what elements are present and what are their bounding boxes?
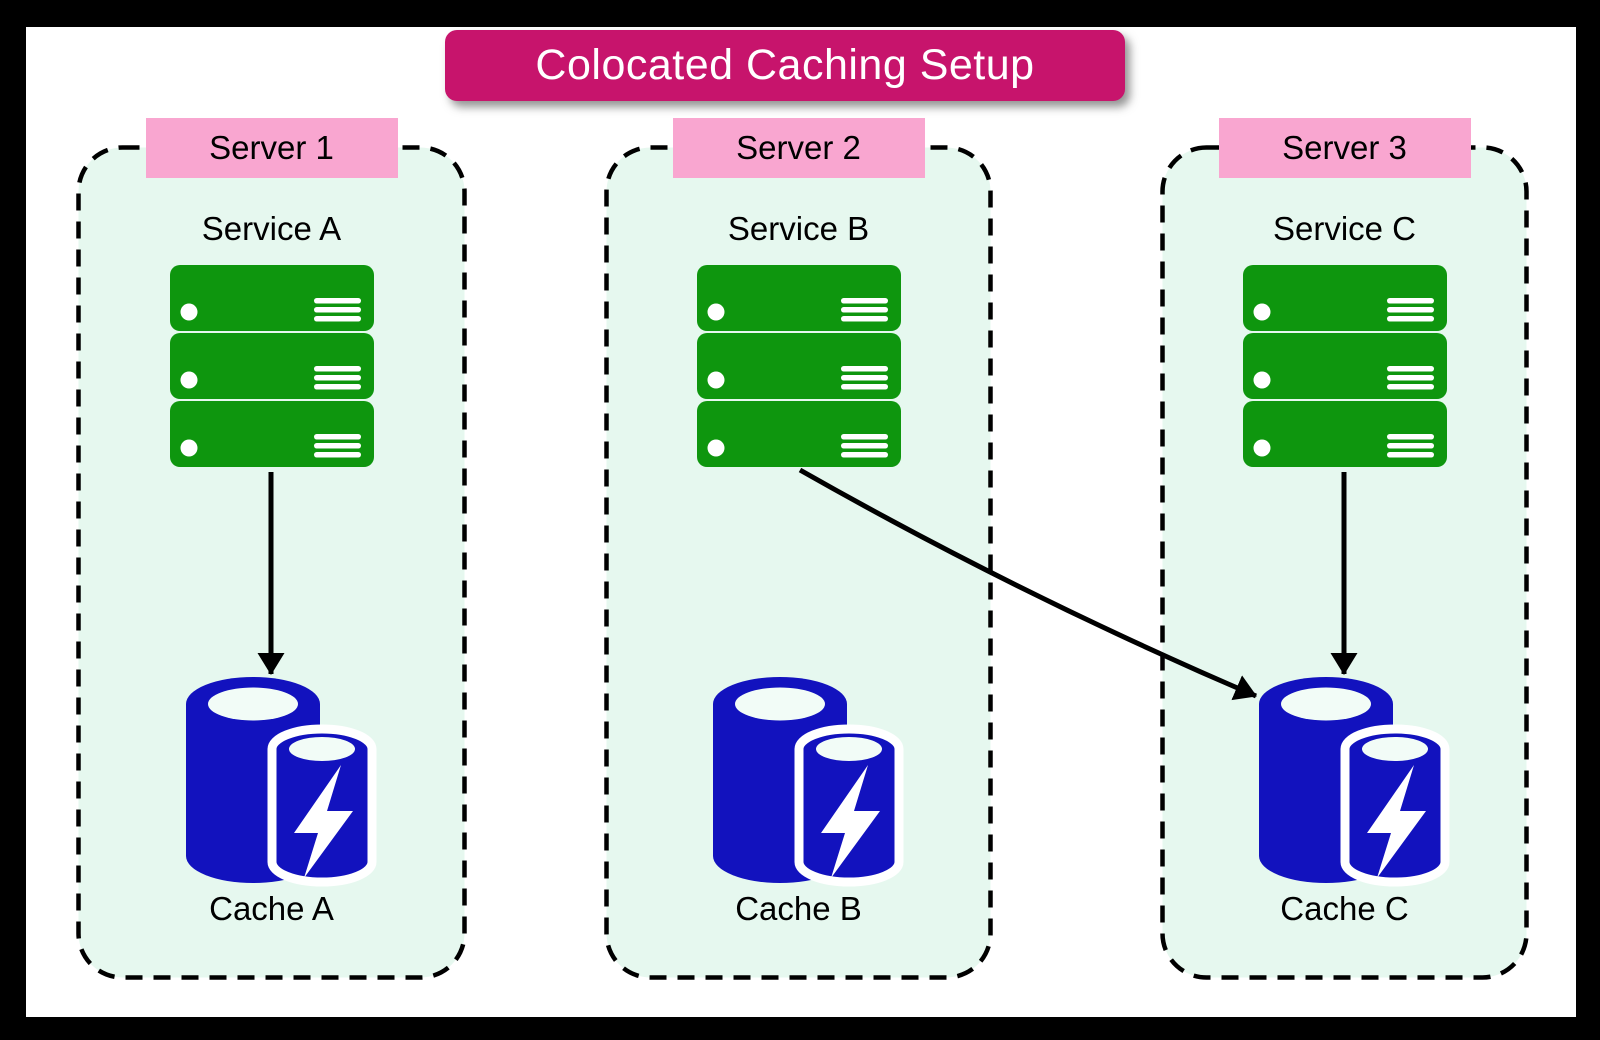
cache-c-label: Cache C [1280,890,1409,927]
cache-a-label: Cache A [209,890,334,927]
server-2-header: Server 2 [672,118,925,178]
server-1-header: Server 1 [145,118,398,178]
server-group-1: Server 1 Service A Cache A [76,118,467,980]
diagram-title: Colocated Caching Setup [445,30,1125,101]
service-b-rack-icon [697,265,901,467]
cache-b-label: Cache B [735,890,862,927]
service-b-label: Service B [727,210,870,247]
cache-c-database-icon [1257,675,1453,887]
service-a-label: Service A [201,210,342,247]
cache-b-database-icon [711,675,907,887]
cache-a-database-icon [184,675,380,887]
server-3-header: Server 3 [1218,118,1471,178]
service-c-label: Service C [1272,210,1417,247]
service-a-rack-icon [170,265,374,467]
server-group-2: Server 2 Service B Cache B [604,118,993,980]
server-group-3: Server 3 Service C Cache C [1160,118,1529,980]
service-c-rack-icon [1243,265,1447,467]
